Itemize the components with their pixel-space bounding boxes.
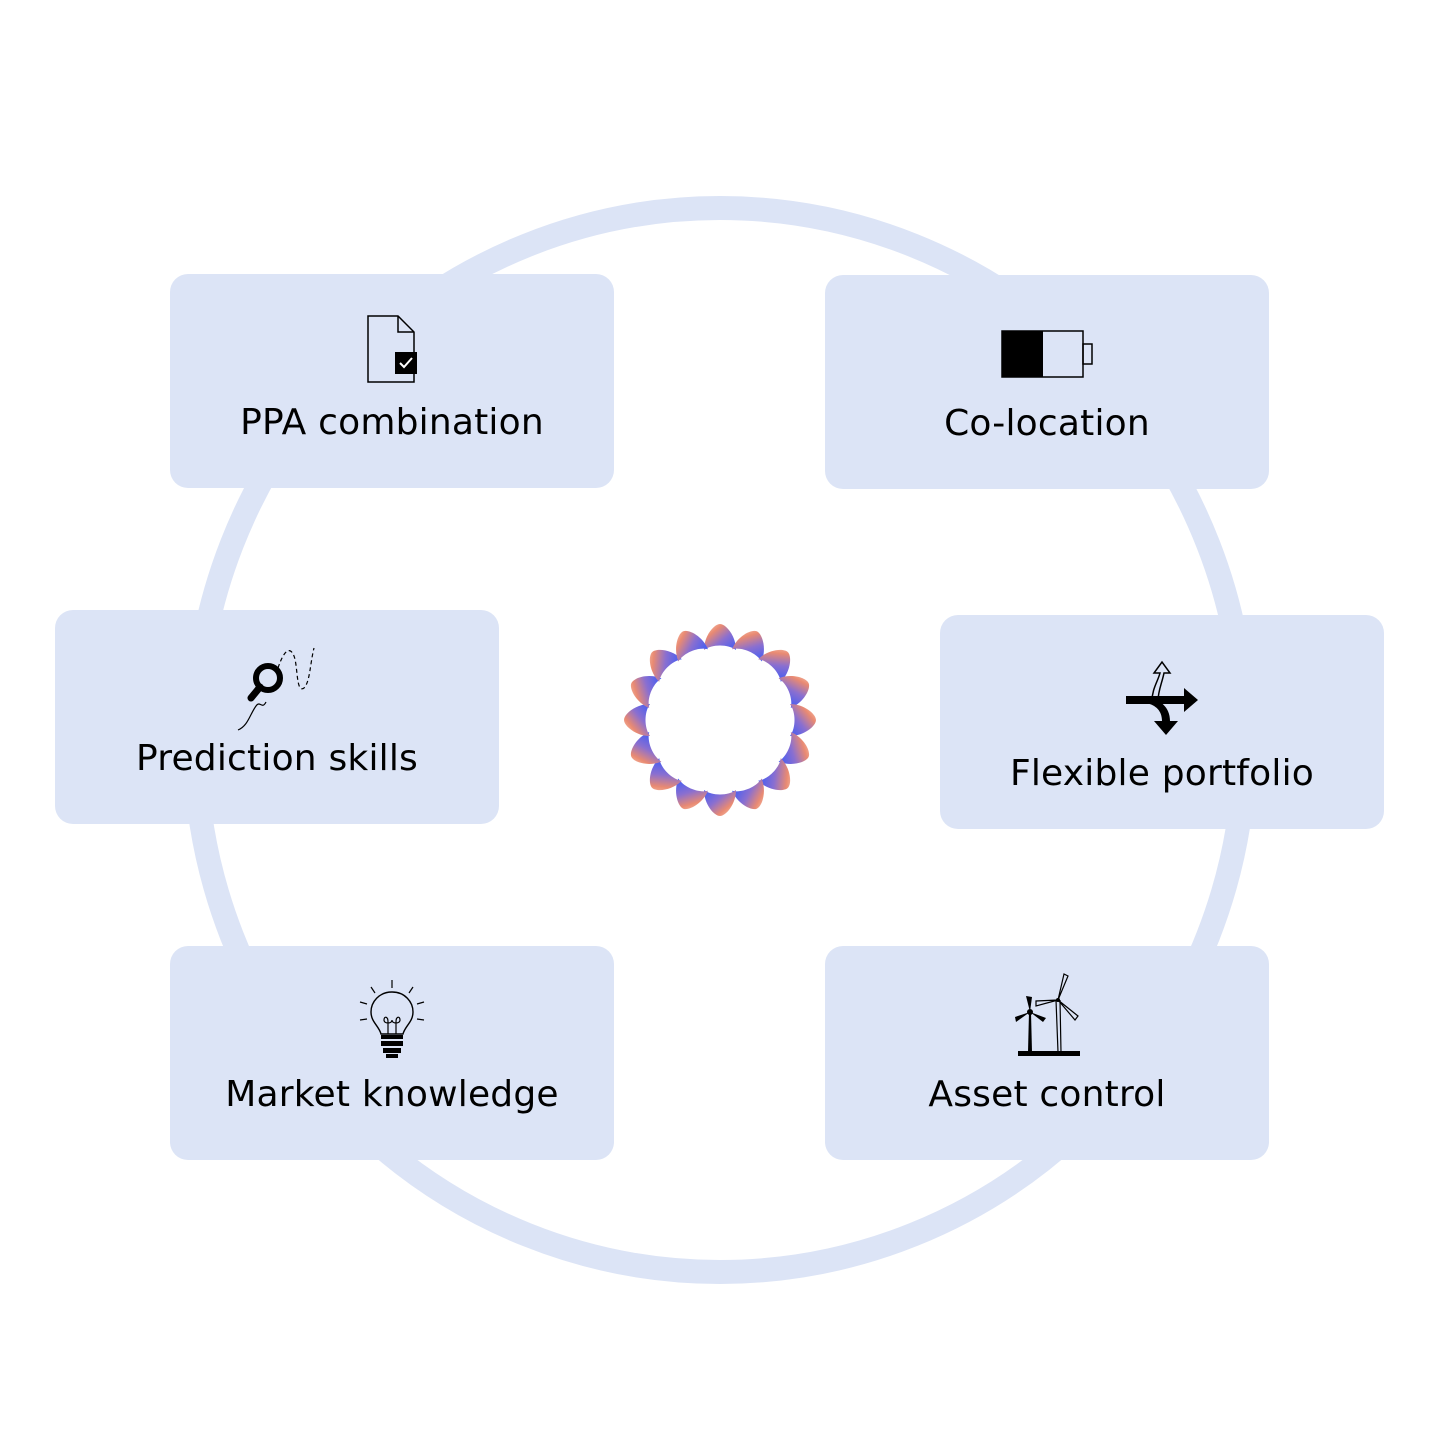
logo-petal <box>649 758 682 791</box>
logo-petal <box>778 732 810 764</box>
card-flexible-portfolio: Flexible portfolio <box>940 615 1384 829</box>
logo-petal <box>630 732 662 764</box>
lightbulb-icon <box>359 980 425 1058</box>
card-label: PPA combination <box>240 402 544 443</box>
card-market-knowledge: Market knowledge <box>170 946 614 1160</box>
card-label: Market knowledge <box>225 1074 559 1115</box>
logo-petal <box>778 676 810 708</box>
logo-petal <box>676 630 708 662</box>
logo-petal <box>649 649 682 682</box>
card-co-location: Co-location <box>825 275 1269 489</box>
gradient-gear-logo <box>624 624 816 816</box>
card-label: Prediction skills <box>135 738 419 779</box>
logo-petal <box>758 649 791 682</box>
card-prediction-skills: Prediction skills <box>55 610 499 824</box>
logo-petal <box>790 704 816 736</box>
card-label: Asset control <box>928 1074 1166 1115</box>
split-arrows-icon <box>1126 660 1198 735</box>
card-asset-control: Asset control <box>825 946 1269 1160</box>
card-label: Co-location <box>944 403 1150 444</box>
magnifier-trend-icon <box>237 647 315 731</box>
logo-petal <box>732 778 764 810</box>
logo-petal <box>624 704 650 736</box>
battery-icon <box>1001 330 1093 378</box>
logo-petal <box>676 778 708 810</box>
wind-turbine-icon <box>1015 973 1080 1056</box>
card-label: Flexible portfolio <box>1009 753 1315 794</box>
logo-petal <box>704 790 736 816</box>
logo-petal <box>758 758 791 791</box>
logo-petal <box>732 630 764 662</box>
logo-petal <box>704 624 736 650</box>
card-ppa-combination: PPA combination <box>170 274 614 488</box>
document-check-icon <box>367 315 417 383</box>
logo-petal <box>630 676 662 708</box>
